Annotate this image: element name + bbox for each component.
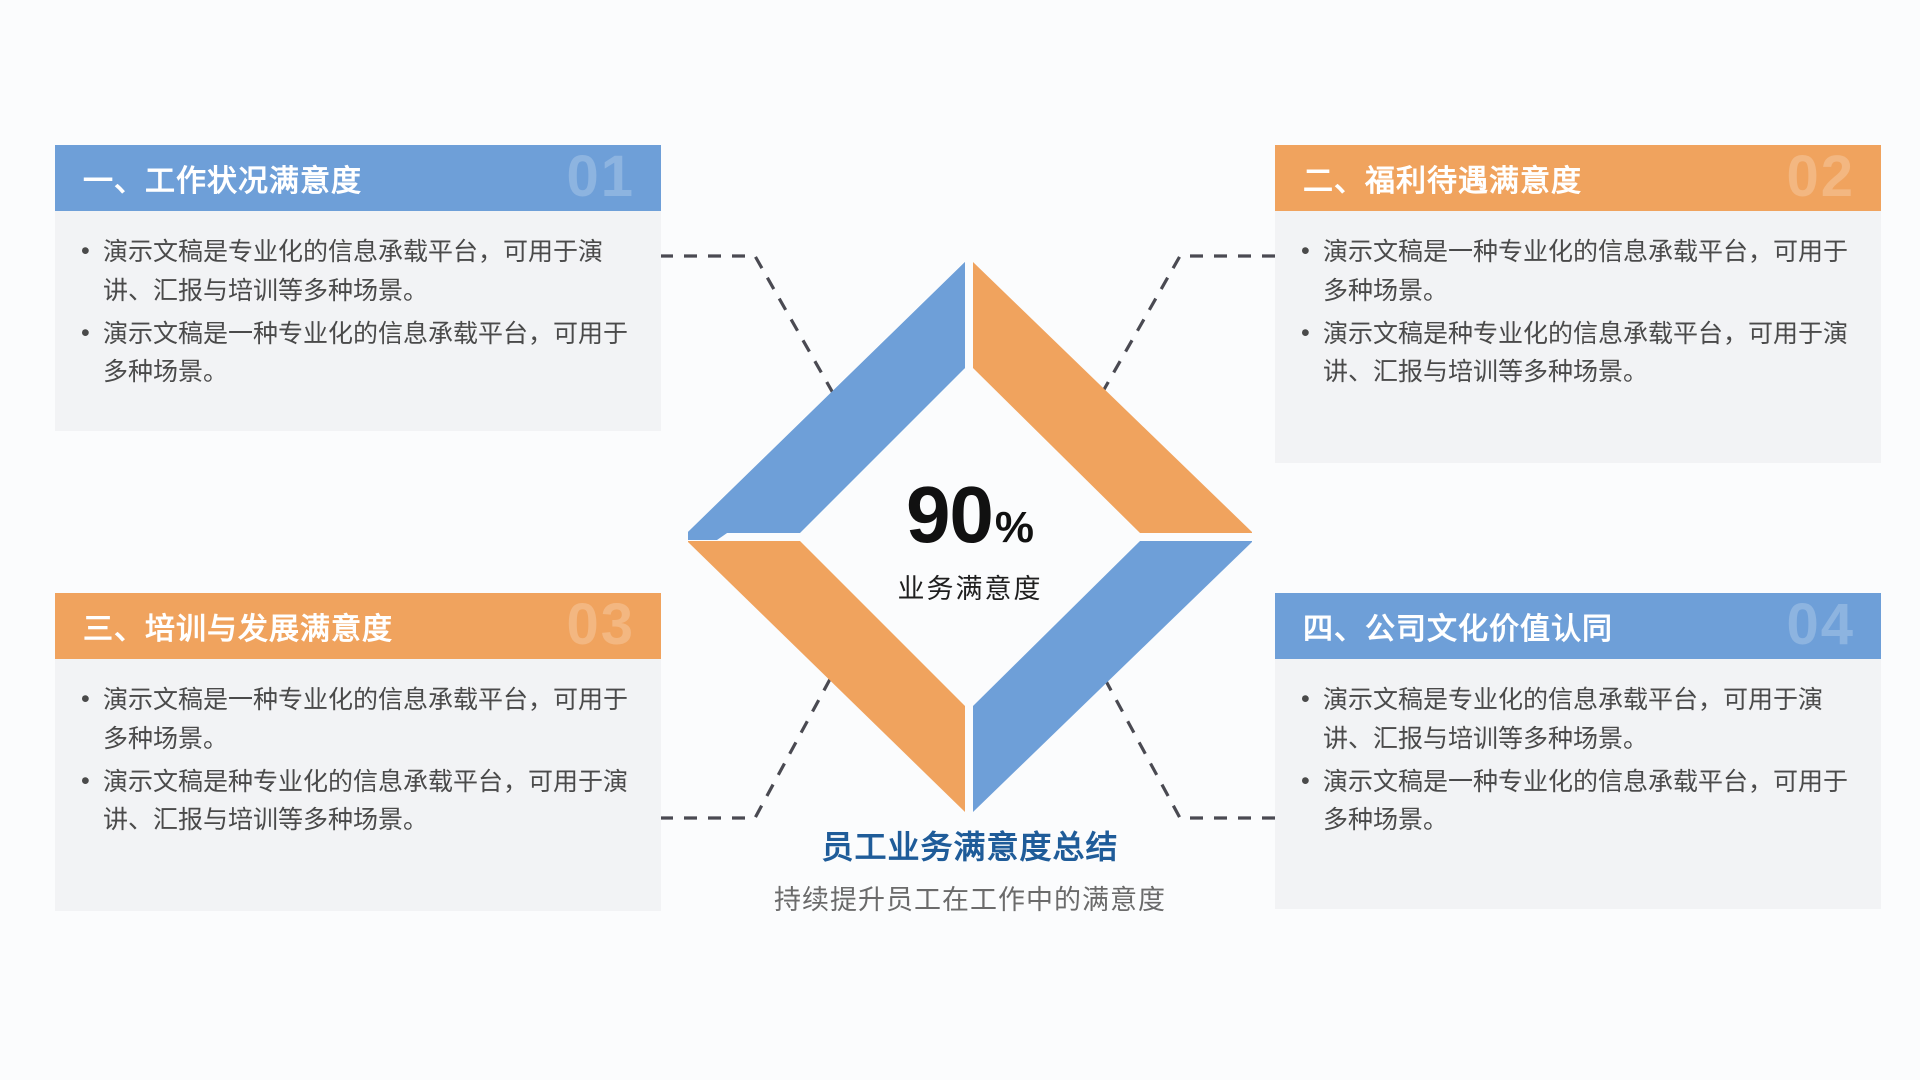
- panel-04-number-watermark: 04: [1786, 593, 1855, 657]
- panel-03[interactable]: 三、培训与发展满意度 03 演示文稿是一种专业化的信息承载平台，可用于多种场景。…: [55, 593, 661, 911]
- panel-04[interactable]: 四、公司文化价值认同 04 演示文稿是专业化的信息承载平台，可用于演讲、汇报与培…: [1275, 593, 1881, 909]
- panel-03-body: 演示文稿是一种专业化的信息承载平台，可用于多种场景。 演示文稿是种专业化的信息承…: [55, 659, 661, 911]
- panel-02-title: 二、福利待遇满意度: [1303, 165, 1582, 198]
- panel-03-number-watermark: 03: [566, 593, 635, 657]
- panel-02-header: 二、福利待遇满意度 02: [1275, 145, 1881, 211]
- panel-01-title: 一、工作状况满意度: [83, 165, 362, 198]
- list-item: 演示文稿是一种专业化的信息承载平台，可用于多种场景。: [1297, 762, 1855, 841]
- diamond-segment-top-left-band: [688, 262, 965, 533]
- diamond-segment-top-right-band: [973, 262, 1252, 533]
- list-item: 演示文稿是种专业化的信息承载平台，可用于演讲、汇报与培训等多种场景。: [77, 762, 635, 841]
- panel-02-number-watermark: 02: [1786, 145, 1855, 209]
- diamond-segment-bottom-right-band: [973, 541, 1252, 812]
- panel-02[interactable]: 二、福利待遇满意度 02 演示文稿是一种专业化的信息承载平台，可用于多种场景。 …: [1275, 145, 1881, 463]
- panel-04-body: 演示文稿是专业化的信息承载平台，可用于演讲、汇报与培训等多种场景。 演示文稿是一…: [1275, 659, 1881, 909]
- panel-04-header: 四、公司文化价值认同 04: [1275, 593, 1881, 659]
- summary-subtitle: 持续提升员工在工作中的满意度: [774, 885, 1166, 915]
- panel-01-header: 一、工作状况满意度 01: [55, 145, 661, 211]
- summary-title: 员工业务满意度总结: [821, 829, 1119, 865]
- panel-04-bullet-list: 演示文稿是专业化的信息承载平台，可用于演讲、汇报与培训等多种场景。 演示文稿是一…: [1297, 680, 1855, 841]
- panel-01-body: 演示文稿是专业化的信息承载平台，可用于演讲、汇报与培训等多种场景。 演示文稿是一…: [55, 211, 661, 431]
- panel-04-title: 四、公司文化价值认同: [1303, 613, 1613, 646]
- summary-caption: 员工业务满意度总结 持续提升员工在工作中的满意度: [660, 822, 1280, 917]
- list-item: 演示文稿是种专业化的信息承载平台，可用于演讲、汇报与培训等多种场景。: [1297, 314, 1855, 393]
- panel-01-bullet-list: 演示文稿是专业化的信息承载平台，可用于演讲、汇报与培训等多种场景。 演示文稿是一…: [77, 232, 635, 393]
- diamond-segment-bottom-left-band: [688, 541, 965, 812]
- list-item: 演示文稿是一种专业化的信息承载平台，可用于多种场景。: [77, 680, 635, 759]
- panel-02-bullet-list: 演示文稿是一种专业化的信息承载平台，可用于多种场景。 演示文稿是种专业化的信息承…: [1297, 232, 1855, 393]
- panel-02-body: 演示文稿是一种专业化的信息承载平台，可用于多种场景。 演示文稿是种专业化的信息承…: [1275, 211, 1881, 463]
- panel-03-header: 三、培训与发展满意度 03: [55, 593, 661, 659]
- panel-01[interactable]: 一、工作状况满意度 01 演示文稿是专业化的信息承载平台，可用于演讲、汇报与培训…: [55, 145, 661, 431]
- central-diamond: 90 % 业务满意度: [670, 240, 1270, 840]
- panel-01-number-watermark: 01: [566, 145, 635, 209]
- panel-03-title: 三、培训与发展满意度: [83, 613, 393, 646]
- list-item: 演示文稿是一种专业化的信息承载平台，可用于多种场景。: [77, 314, 635, 393]
- list-item: 演示文稿是专业化的信息承载平台，可用于演讲、汇报与培训等多种场景。: [1297, 680, 1855, 759]
- list-item: 演示文稿是专业化的信息承载平台，可用于演讲、汇报与培训等多种场景。: [77, 232, 635, 311]
- list-item: 演示文稿是一种专业化的信息承载平台，可用于多种场景。: [1297, 232, 1855, 311]
- panel-03-bullet-list: 演示文稿是一种专业化的信息承载平台，可用于多种场景。 演示文稿是种专业化的信息承…: [77, 680, 635, 841]
